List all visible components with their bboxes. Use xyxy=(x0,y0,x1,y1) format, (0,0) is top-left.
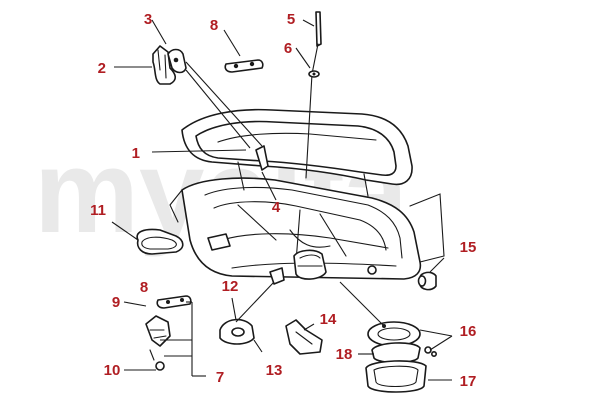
callout-11: 11 xyxy=(90,202,106,219)
callout-13: 13 xyxy=(266,362,283,379)
lock-assembly xyxy=(293,249,327,280)
trunk-lid-part-1 xyxy=(181,108,413,197)
callout-18: 18 xyxy=(336,346,353,363)
hinge-clip-part-3 xyxy=(167,48,187,74)
trunk-body xyxy=(169,177,445,280)
housing-part-17 xyxy=(365,360,427,393)
spring-part-10 xyxy=(149,349,165,371)
callout-15: 15 xyxy=(460,239,477,256)
callout-4: 4 xyxy=(272,199,281,216)
bracket-part-8-top xyxy=(224,59,264,73)
callout-5: 5 xyxy=(287,11,295,28)
body-fastener xyxy=(367,265,377,275)
fastener-part-16b xyxy=(424,346,437,357)
callout-labels: 1 2 3 4 5 6 7 8 8 9 10 11 12 13 14 15 16… xyxy=(90,11,476,390)
gasket-part-18 xyxy=(371,342,421,364)
callout-14: 14 xyxy=(320,311,337,328)
bump-stop-part-15 xyxy=(417,271,437,291)
callout-12: 12 xyxy=(222,278,239,295)
cover-part-16 xyxy=(367,321,421,347)
clip-part-4 xyxy=(255,145,269,171)
callout-10: 10 xyxy=(104,362,121,379)
leader-lines xyxy=(111,19,453,381)
callout-7: 7 xyxy=(216,369,224,386)
callout-9: 9 xyxy=(112,294,120,311)
lock-catch-part-9 xyxy=(145,315,171,347)
hinge-bracket-part-2 xyxy=(152,45,177,85)
seal-part-on-body xyxy=(207,233,231,251)
striker-part-13 xyxy=(219,318,255,345)
callout-16: 16 xyxy=(460,323,477,340)
grommet-part-6 xyxy=(308,70,320,78)
callout-6: 6 xyxy=(284,40,292,57)
callout-8-top: 8 xyxy=(210,17,218,34)
seal-ring-part-11 xyxy=(136,228,184,255)
callout-2: 2 xyxy=(98,60,106,77)
callout-1: 1 xyxy=(132,145,140,162)
callout-3: 3 xyxy=(144,11,152,28)
callout-17: 17 xyxy=(460,373,477,390)
latch-part-14 xyxy=(285,319,323,355)
latch-bracket-part-12 xyxy=(269,267,285,285)
bracket-part-8-lower xyxy=(156,295,192,309)
callout-8-lower: 8 xyxy=(140,279,148,296)
